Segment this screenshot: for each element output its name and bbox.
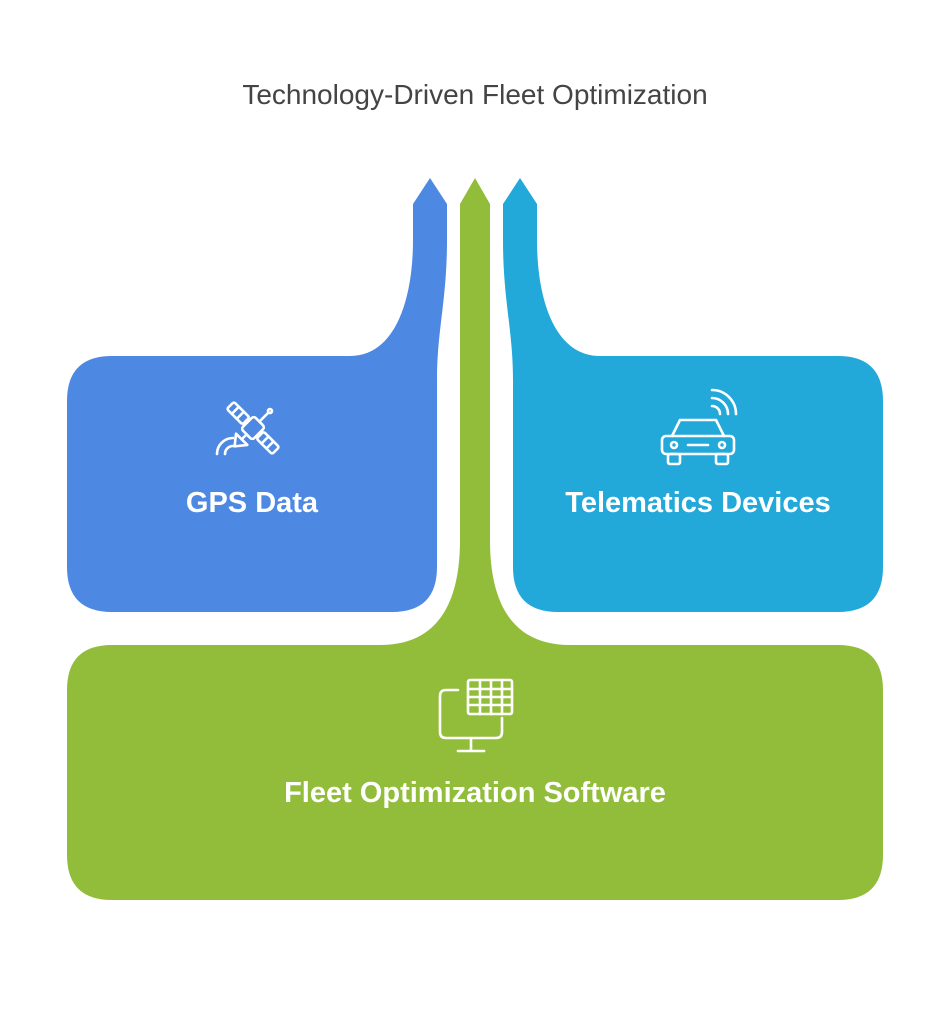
diagram-title: Technology-Driven Fleet Optimization — [242, 79, 707, 110]
monitor-spreadsheet-icon — [438, 678, 514, 753]
gps-data-label: GPS Data — [186, 487, 319, 519]
car-signal-icon — [660, 388, 738, 466]
fleet-optimization-software-shape — [67, 178, 883, 900]
signal-waves-icon — [215, 436, 235, 456]
fleet-optimization-software-node: Fleet Optimization Software — [67, 178, 883, 900]
telematics-devices-node: Telematics Devices — [503, 178, 883, 612]
satellite-icon — [226, 401, 280, 455]
gps-data-shape — [67, 178, 447, 612]
telematics-devices-label: Telematics Devices — [565, 487, 830, 519]
telematics-devices-shape — [503, 178, 883, 612]
gps-data-node: GPS Data — [67, 178, 447, 612]
fleet-optimization-software-label: Fleet Optimization Software — [284, 777, 666, 809]
